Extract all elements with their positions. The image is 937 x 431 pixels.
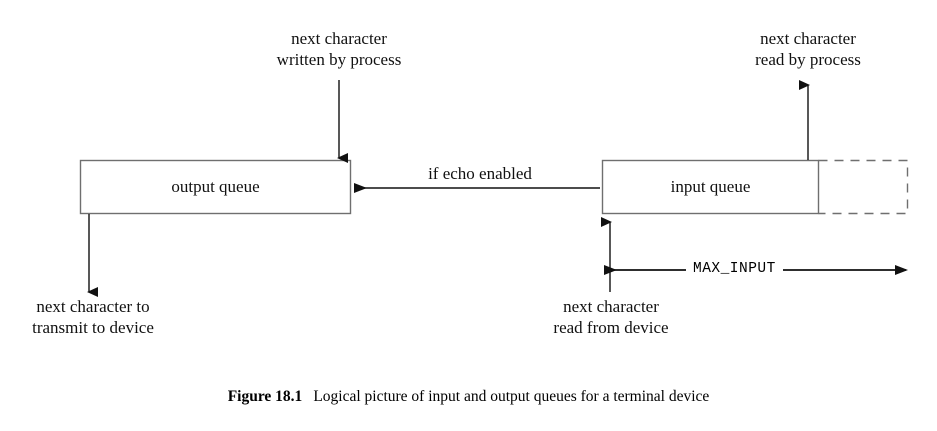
edge-label-max-input: MAX_INPUT <box>686 261 783 277</box>
annotation-read-by-process: next character read by process <box>723 28 893 70</box>
annotation-transmit-to-device: next character to transmit to device <box>5 296 181 338</box>
annotation-written-by-process-line2: written by process <box>276 50 402 69</box>
input-overflow-dashed-box <box>818 159 909 215</box>
output-queue-label: output queue <box>171 177 260 196</box>
annotation-transmit-to-device-line1: next character to <box>36 297 150 316</box>
annotation-read-from-device-line2: read from device <box>553 318 669 337</box>
annotation-read-by-process-line1: next character <box>760 29 856 48</box>
edge-label-echo-enabled: if echo enabled <box>428 164 532 183</box>
figure-caption-number: Figure 18.1 <box>227 388 303 405</box>
figure-caption-text: Logical picture of input and output queu… <box>313 388 710 405</box>
annotation-written-by-process-line1: next character <box>291 29 387 48</box>
annotation-written-by-process: next character written by process <box>239 28 439 70</box>
annotation-read-from-device: next character read from device <box>527 296 695 338</box>
annotation-read-from-device-line1: next character <box>563 297 659 316</box>
input-queue-label: input queue <box>670 177 751 196</box>
annotation-read-by-process-line2: read by process <box>755 50 861 69</box>
figure-caption: Figure 18.1 Logical picture of input and … <box>0 388 937 406</box>
annotation-transmit-to-device-line2: transmit to device <box>32 318 154 337</box>
